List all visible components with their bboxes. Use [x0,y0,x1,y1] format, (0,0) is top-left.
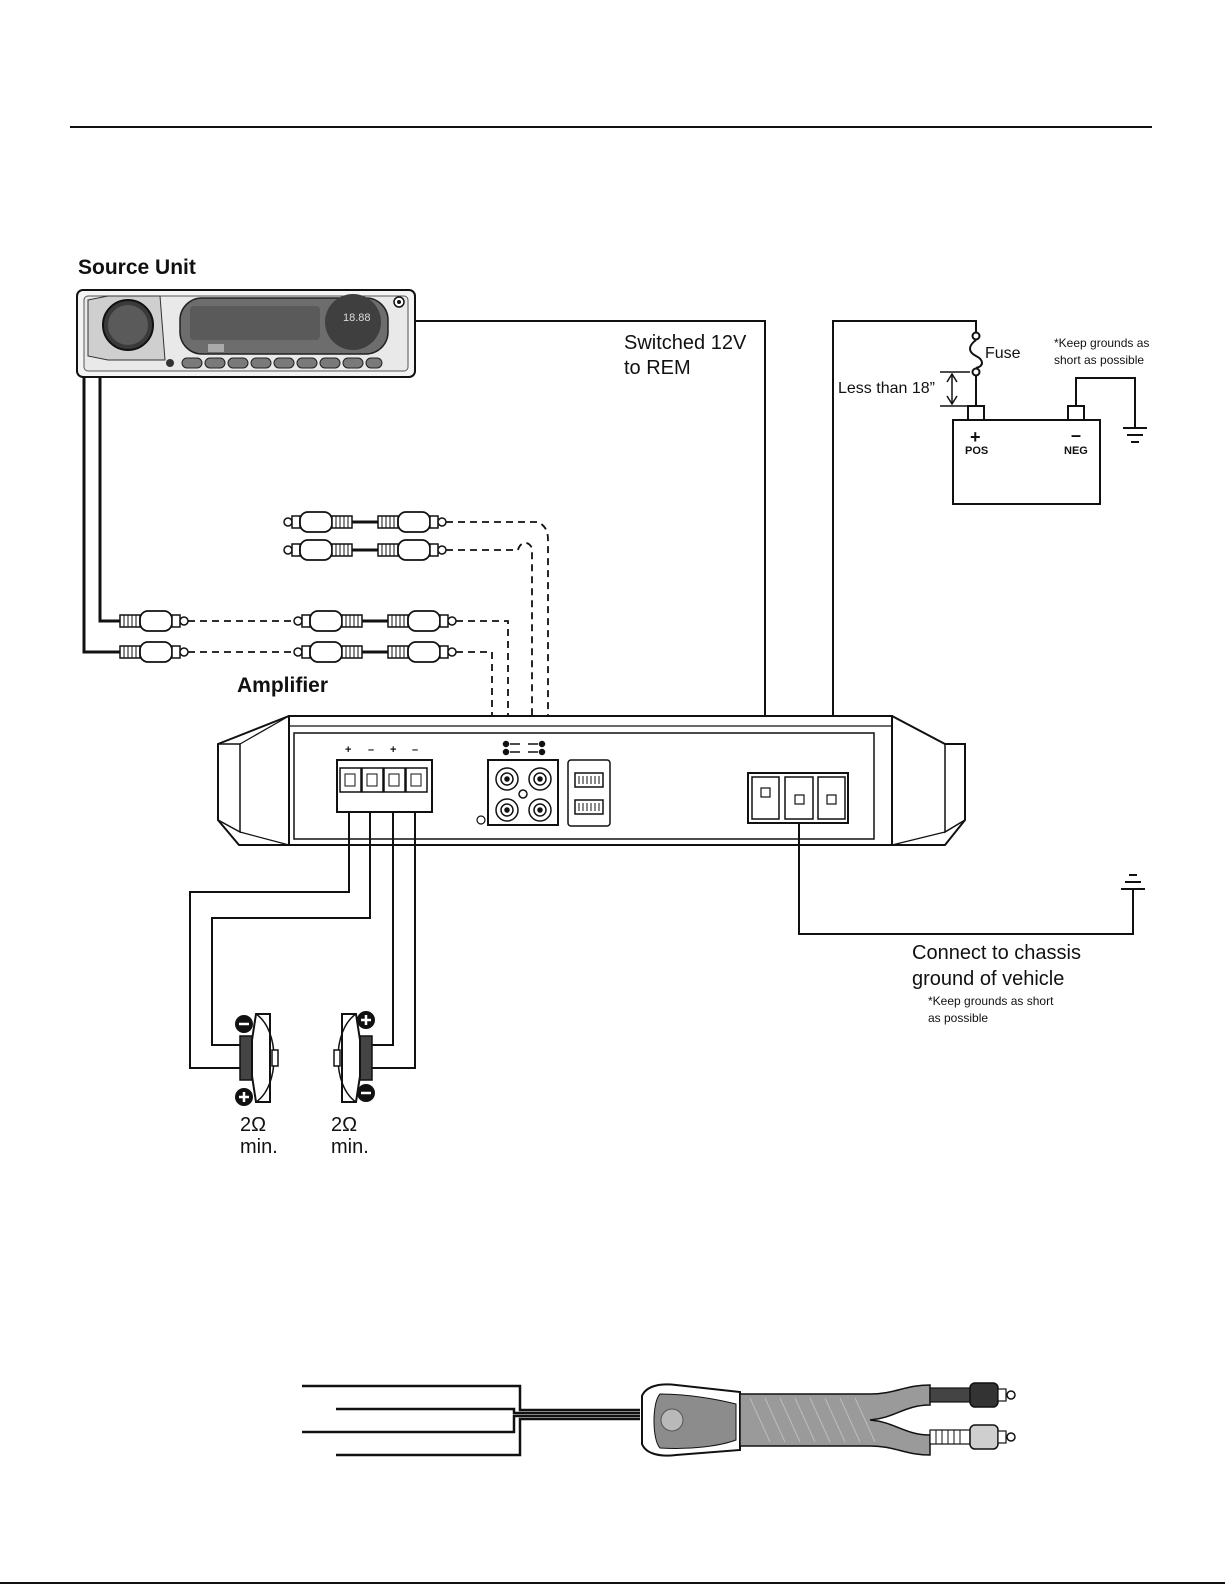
terminal-minus-2: – [412,744,418,756]
chassis-label-1: Connect to chassis [912,942,1081,964]
source-unit: 18.88 [77,290,415,377]
speaker-wires [190,812,415,1068]
speaker-right [334,1011,375,1102]
terminal-minus-1: – [368,744,374,756]
switched-label-2: to REM [624,357,691,379]
battery-ground-symbol [1123,428,1147,442]
dashed-signal-paths [188,522,548,740]
speaker-right-min: min. [331,1136,369,1158]
rca-cable-top-2 [284,540,446,560]
fuse-symbol [970,333,982,409]
fuse-label: Fuse [985,345,1021,362]
source-unit-title: Source Unit [78,256,196,279]
speaker-left-ohm: 2Ω [240,1114,266,1136]
gain-screw [477,816,485,824]
rca-source-plug-1 [120,611,188,631]
rca-cable-top-1 [284,512,446,532]
battery-pos-post [968,406,984,420]
battery-neg-label: NEG [1064,445,1088,457]
amplifier-title: Amplifier [237,674,328,697]
terminal-plus-2: + [390,744,396,756]
battery-neg-post [1068,406,1084,420]
display-digits: 18.88 [343,312,371,324]
chassis-label-2: ground of vehicle [912,968,1064,990]
less-than-label: Less than 18” [838,380,935,397]
terminal-plus-1: + [345,744,351,756]
keep-grounds-bottom-1: *Keep grounds as short [928,994,1054,1008]
rca-cable-mid-1 [294,611,456,631]
rca-cable-mid-2 [294,642,456,662]
chassis-ground-symbol [1121,875,1145,889]
switched-label-1: Switched 12V [624,332,747,354]
speaker-right-ohm: 2Ω [331,1114,357,1136]
speaker-terminals [337,760,432,812]
speaker-left-min: min. [240,1136,278,1158]
distance-indicator [940,372,970,406]
battery-pos-label: POS [965,445,988,457]
remote-ports [568,760,610,826]
keep-grounds-bottom-2: as possible [928,1011,988,1025]
keep-grounds-top-2: short as possible [1054,353,1144,367]
keep-grounds-top-1: *Keep grounds as [1054,336,1149,350]
speaker-left [235,1014,278,1106]
line-adapter-cable [302,1383,1015,1456]
battery-pos-symbol: + [970,427,981,447]
source-rca-wires [84,377,120,652]
preset-buttons [182,358,382,368]
rca-source-plug-2 [120,642,188,662]
power-terminals [748,773,848,823]
battery-neg-symbol: – [1071,425,1081,445]
